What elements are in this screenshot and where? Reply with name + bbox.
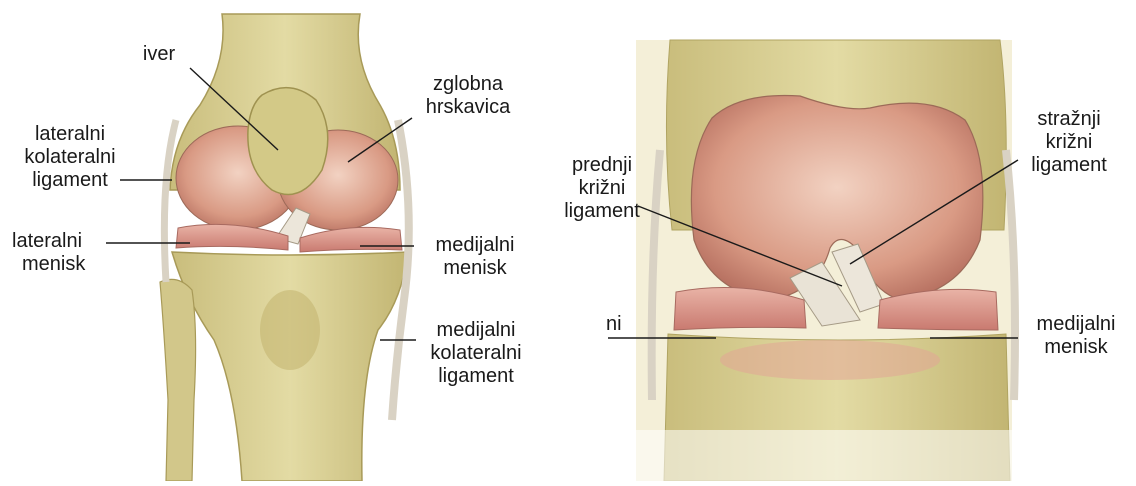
right-knee-illustration (636, 40, 1015, 481)
label-zglobna-hrskavica: zglobna hrskavica (408, 73, 528, 119)
label-medijalni-kolateralni-ligament: medijalni kolateralni ligament (414, 319, 538, 388)
label-medijalni-menisk-left: medijalni menisk (416, 234, 534, 280)
fibula (160, 279, 196, 481)
label-medijalni-menisk-right: medijalni menisk (1022, 313, 1130, 359)
medial-meniscus (300, 227, 402, 252)
label-cropped-fragment: ni (606, 313, 622, 336)
left-knee-illustration (160, 14, 409, 481)
label-lateralni-kolateralni-ligament: lateralni kolateralni ligament (12, 123, 128, 192)
label-straznji-krizni-ligament: stražnji križni ligament (1010, 108, 1128, 177)
label-iver: iver (124, 43, 194, 66)
label-lateralni-menisk: lateralni menisk (12, 230, 85, 276)
patella (248, 88, 328, 195)
label-prednji-krizni-ligament: prednji križni ligament (538, 154, 666, 223)
lateral-meniscus (176, 224, 288, 250)
